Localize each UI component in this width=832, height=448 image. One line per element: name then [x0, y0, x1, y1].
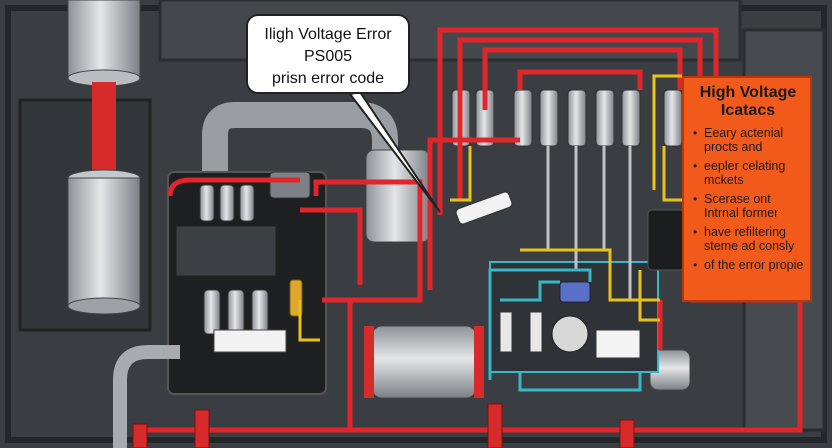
panel-title-line-2: Icatacs — [720, 102, 776, 119]
panel-title-line-1: High Voltage — [699, 84, 797, 101]
sub-board-module — [559, 281, 591, 303]
panel-item: of the error propie — [693, 258, 804, 272]
lower-left-capacitor — [67, 169, 141, 315]
pointer-clip — [455, 191, 513, 225]
sub-board-dial — [551, 315, 589, 353]
panel-item: Eeary actenial procts and — [693, 126, 804, 154]
callout-line-1: Iligh Voltage Error — [264, 26, 392, 43]
left-red-coupler — [92, 82, 116, 172]
right-connector-block — [647, 209, 685, 271]
upper-left-capacitor — [67, 0, 141, 87]
lower-center-capacitor — [364, 325, 484, 399]
panel-item: eepler celating mckets — [693, 159, 804, 187]
sub-board-resistor — [499, 311, 513, 353]
panel-title: High Voltage Icatacs — [692, 84, 804, 120]
panel-list: Eeary actenial procts and eepler celatin… — [692, 126, 804, 272]
fuse-row — [451, 89, 683, 147]
panel-item: have refiltering steme ad consly — [693, 225, 804, 253]
cyan-wires — [488, 268, 642, 392]
high-voltage-panel: High Voltage Icatacs Eeary actenial proc… — [682, 76, 812, 302]
red-terminals — [132, 403, 635, 448]
callout-line-3: prisn error code — [271, 70, 385, 87]
sub-board-label — [595, 329, 641, 359]
board-relay — [269, 171, 311, 199]
gray-hose — [113, 345, 180, 448]
error-callout: Iligh Voltage Error PS005 prisn error co… — [246, 14, 410, 94]
panel-item: Scerase ont Intrnal former — [693, 192, 804, 220]
sub-board-resistor-2 — [529, 311, 543, 353]
board-capacitors — [199, 184, 269, 335]
board-label-plate — [213, 329, 287, 353]
callout-line-2: PS005 — [303, 48, 353, 65]
board-transformer — [175, 225, 277, 277]
yellow-wires — [298, 74, 682, 342]
